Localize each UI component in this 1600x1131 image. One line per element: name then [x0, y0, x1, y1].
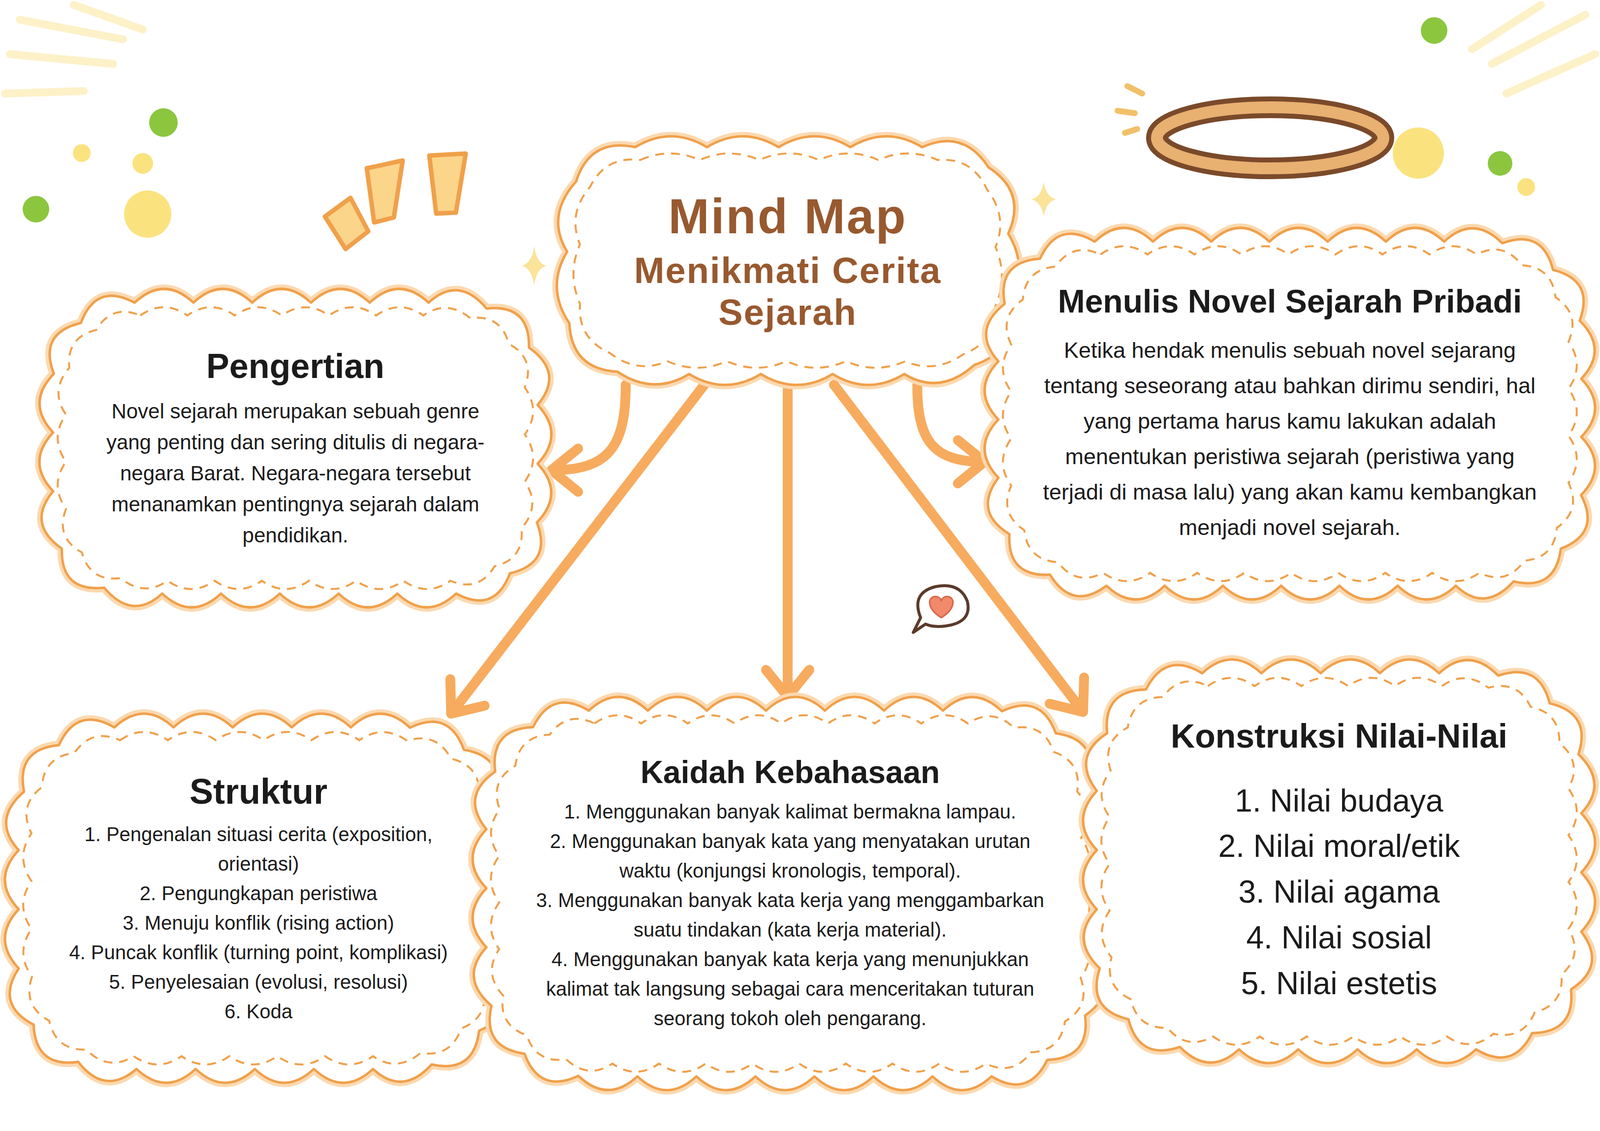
yellow-dot	[124, 190, 172, 238]
yellow-dot	[1392, 127, 1444, 179]
arrow-head	[450, 679, 485, 714]
green-dot	[22, 195, 50, 223]
yellow-dot	[1517, 178, 1536, 196]
cloud-border	[39, 288, 552, 608]
node-text: Menikmati Cerita Sejarah	[595, 249, 980, 334]
topic-cloud: Struktur 1. Pengenalan situasi cerita (ex…	[4, 713, 512, 1084]
topic-cloud: Menulis Novel Sejarah PribadiKetika hend…	[984, 227, 1596, 600]
topic-cloud: Kaidah Kebahasaan 1. Menggunakan banyak k…	[472, 697, 1108, 1091]
cloud-glow	[984, 227, 1596, 600]
halo-ring	[1156, 107, 1384, 169]
ray	[1506, 54, 1596, 94]
connector-arrow	[551, 384, 626, 493]
cloud-dash	[57, 307, 534, 590]
node-text: 2. Pengungkapan peristiwa	[44, 878, 473, 909]
yellow-dot	[72, 144, 91, 162]
node-heading: Menulis Novel Sejarah Pribadi	[1033, 282, 1546, 321]
cloud-border	[556, 136, 1020, 385]
central-topic: Mind MapMenikmati Cerita Sejarah	[556, 136, 1020, 385]
topic-cloud: PengertianNovel sejarah merupakan sebuah…	[39, 288, 552, 608]
halo-sparks	[1117, 86, 1143, 133]
cloud-border	[984, 227, 1596, 600]
sparkle	[1031, 182, 1056, 217]
node-heading: Konstruksi Nilai-Nilai	[1132, 716, 1546, 757]
connector-line	[782, 384, 793, 698]
halo-ring	[1156, 107, 1384, 169]
arrow-head	[766, 670, 810, 697]
node-text: 5. Penyelesaian (evolusi, resolusi)	[44, 967, 473, 997]
exclamation-stroke	[324, 197, 369, 250]
cloud-dash	[490, 715, 1090, 1073]
halo	[1117, 86, 1384, 169]
ray	[73, 4, 143, 30]
node-text: 6. Koda	[44, 996, 473, 1027]
node-text: 1. Pengenalan situasi cerita (exposition…	[44, 819, 473, 879]
node-text: 2. Menggunakan banyak kata yang menyatak…	[521, 826, 1059, 886]
node-text: 3. Menuju konflik (rising action)	[44, 908, 473, 938]
topic-cloud: Konstruksi Nilai-Nilai 1. Nilai budaya2. …	[1083, 659, 1596, 1064]
node-text: 4. Puncak konflik (turning point, kompli…	[44, 937, 473, 968]
node-text: Novel sejarah merupakan sebuah genre yan…	[96, 395, 495, 551]
node-heading: Pengertian	[96, 345, 495, 387]
node-text: 5. Nilai estetis	[1132, 960, 1546, 1007]
cloud-border	[472, 697, 1108, 1091]
cloud-glow	[472, 697, 1108, 1091]
cloud-glow	[1083, 659, 1596, 1064]
speech-bubble	[913, 585, 969, 633]
connector-arrow	[917, 384, 985, 484]
yellow-dot	[132, 153, 154, 174]
exclamation-stroke	[366, 160, 403, 223]
arrow-head	[551, 448, 578, 492]
heart-bubble	[913, 585, 969, 633]
node-text: 3. Menggunakan banyak kata kerja yang me…	[521, 885, 1059, 945]
node-text: 2. Nilai moral/etik	[1132, 823, 1546, 870]
cloud-dash	[23, 732, 494, 1065]
node-text: 1. Menggunakan banyak kalimat bermakna l…	[521, 797, 1059, 827]
node-text: Ketika hendak menulis sebuah novel sejar…	[1033, 332, 1546, 546]
cloud-dash	[1002, 246, 1577, 582]
green-dot	[149, 108, 178, 137]
node-text: 4. Menggunakan banyak kata kerja yang me…	[521, 944, 1059, 1034]
node-text: 4. Nilai sosial	[1132, 915, 1546, 961]
node-heading: Mind Map	[595, 188, 980, 245]
node-text: 1. Nilai budaya	[1132, 778, 1546, 825]
cloud-glow	[39, 288, 552, 608]
green-dot	[1420, 17, 1448, 44]
exclamation-marks	[324, 153, 466, 250]
cloud-border	[1083, 659, 1596, 1064]
ray	[1491, 14, 1586, 64]
cloud-glow	[4, 713, 512, 1084]
connector-arrow	[766, 384, 810, 698]
exclamation-stroke	[429, 153, 466, 214]
heart	[929, 596, 953, 618]
sparkle	[521, 246, 547, 286]
node-heading: Kaidah Kebahasaan	[521, 753, 1059, 792]
cloud-border	[4, 713, 512, 1084]
arrow-head	[1049, 677, 1085, 713]
cloud-dash	[1101, 677, 1577, 1046]
ray	[19, 19, 124, 40]
green-dot	[1487, 151, 1513, 176]
cloud-glow	[556, 136, 1020, 385]
cloud-dash	[573, 153, 1002, 368]
ray	[4, 91, 84, 94]
node-text: 3. Nilai agama	[1132, 869, 1546, 916]
ray	[1472, 4, 1541, 50]
ray	[9, 54, 114, 64]
light-rays	[4, 4, 1596, 94]
node-heading: Struktur	[44, 770, 473, 813]
